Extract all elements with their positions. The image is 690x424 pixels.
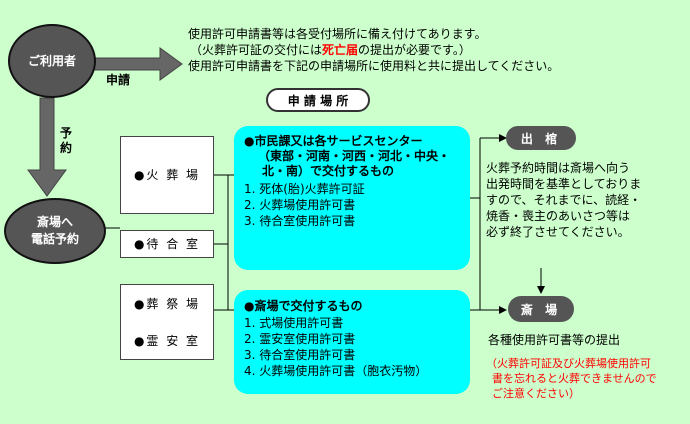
departure-note-3: すので、それまでに、読経・ <box>486 193 642 207</box>
intro-line-2-pre: （火葬許可証の交付には <box>190 43 323 57</box>
places-title: 申 請 場 所 <box>266 88 370 112</box>
warning-line-1: （火葬許可証及び火葬場使用許可 <box>486 357 651 370</box>
intro-text: 使用許可申請書等は各受付場所に備え付けてあります。 （火葬許可証の交付には死亡届… <box>188 26 559 74</box>
crematorium-box: ●火 葬 場 <box>120 136 214 214</box>
funeral-hall-label: ●葬 祭 場 <box>133 296 201 311</box>
departure-label: 出 棺 <box>520 131 562 146</box>
departure-note-2: 出発時間を基準としておりま <box>486 177 642 191</box>
intro-line-2: （火葬許可証の交付には死亡届の提出が必要です。） <box>188 42 559 58</box>
city-office-items: 1. 死体(胎)火葬許可証 2. 火葬場使用許可書 3. 待合室使用許可書 <box>244 181 460 229</box>
saijo-heading: ●斎場で交付するもの <box>244 299 363 313</box>
reserve-label: 予約 <box>60 126 73 155</box>
city-office-heading: ●市民課又は各サービスセンター （東部・河南・河西・河北・中央・ 北・南）で交付… <box>244 134 460 179</box>
reserve-arrow <box>27 97 67 197</box>
departure-note-4: 焼香・喪主のあいさつ等は <box>486 209 631 223</box>
saijo-label: 斎 場 <box>520 302 562 317</box>
saijo-node: 斎 場 <box>508 296 574 322</box>
user-node: ご利用者 <box>8 24 96 98</box>
city-office-panel: ●市民課又は各サービスセンター （東部・河南・河西・河北・中央・ 北・南）で交付… <box>234 126 470 270</box>
places-title-label: 申 請 場 所 <box>287 93 349 108</box>
city-heading-2: （東部・河南・河西・河北・中央・ <box>258 149 451 163</box>
saijo-panel: ●斎場で交付するもの 1. 式場使用許可書 2. 霊安室使用許可書 3. 待合室… <box>234 290 470 394</box>
saijo-item-2: 2. 霊安室使用許可書 <box>244 332 356 346</box>
waiting-room-box: ●待 合 室 <box>120 230 214 258</box>
saijo-item-4: 4. 火葬場使用許可書（胞衣汚物） <box>244 364 428 378</box>
mortuary-label: ●霊 安 室 <box>133 333 201 348</box>
hall-box: ●葬 祭 場 ●霊 安 室 <box>120 284 214 360</box>
crematorium-label: ●火 葬 場 <box>133 168 201 182</box>
warning-line-3: ご注意ください） <box>492 387 580 400</box>
city-heading-3: 北・南）で交付するもの <box>262 164 395 178</box>
city-heading-1: ●市民課又は各サービスセンター <box>244 134 423 148</box>
apply-label: 申請 <box>106 73 131 87</box>
departure-node: 出 棺 <box>506 126 576 150</box>
warning-line-2: 書を忘れると火葬できませんので <box>492 372 657 385</box>
phone-reservation-node: 斎場へ 電話予約 <box>4 198 106 264</box>
departure-note-5: 必ず終了させてください。 <box>486 225 630 239</box>
intro-line-3: 使用許可申請書を下記の申請場所に使用料と共に提出してください。 <box>188 59 560 73</box>
warning-note: （火葬許可証及び火葬場使用許可 書を忘れると火葬できませんので ご注意ください） <box>486 356 657 401</box>
saijo-item-3: 3. 待合室使用許可書 <box>244 348 356 362</box>
phone-line-2: 電話予約 <box>30 232 79 246</box>
apply-arrow <box>93 47 183 81</box>
departure-note: 火葬予約時間は斎場へ向う 出発時間を基準としておりま すので、それまでに、読経・… <box>486 160 641 240</box>
intro-line-2-post: の提出が必要です。） <box>358 43 471 57</box>
departure-note-1: 火葬予約時間は斎場へ向う <box>486 161 631 175</box>
saijo-item-1: 1. 式場使用許可書 <box>244 316 344 330</box>
city-item-1: 1. 死体(胎)火葬許可証 <box>244 182 365 196</box>
saijo-items: 1. 式場使用許可書 2. 霊安室使用許可書 3. 待合室使用許可書 4. 火葬… <box>244 315 460 379</box>
intro-line-1: 使用許可申請書等は各受付場所に備え付けてあります。 <box>188 27 487 41</box>
user-label: ご利用者 <box>27 53 76 68</box>
death-notice: 死亡届 <box>322 43 359 57</box>
waiting-room-label: ●待 合 室 <box>133 237 201 251</box>
city-item-3: 3. 待合室使用許可書 <box>244 214 356 228</box>
phone-line-1: 斎場へ <box>36 215 73 229</box>
city-item-2: 2. 火葬場使用許可書 <box>244 198 356 212</box>
submit-note: 各種使用許可書等の提出 <box>488 333 621 347</box>
